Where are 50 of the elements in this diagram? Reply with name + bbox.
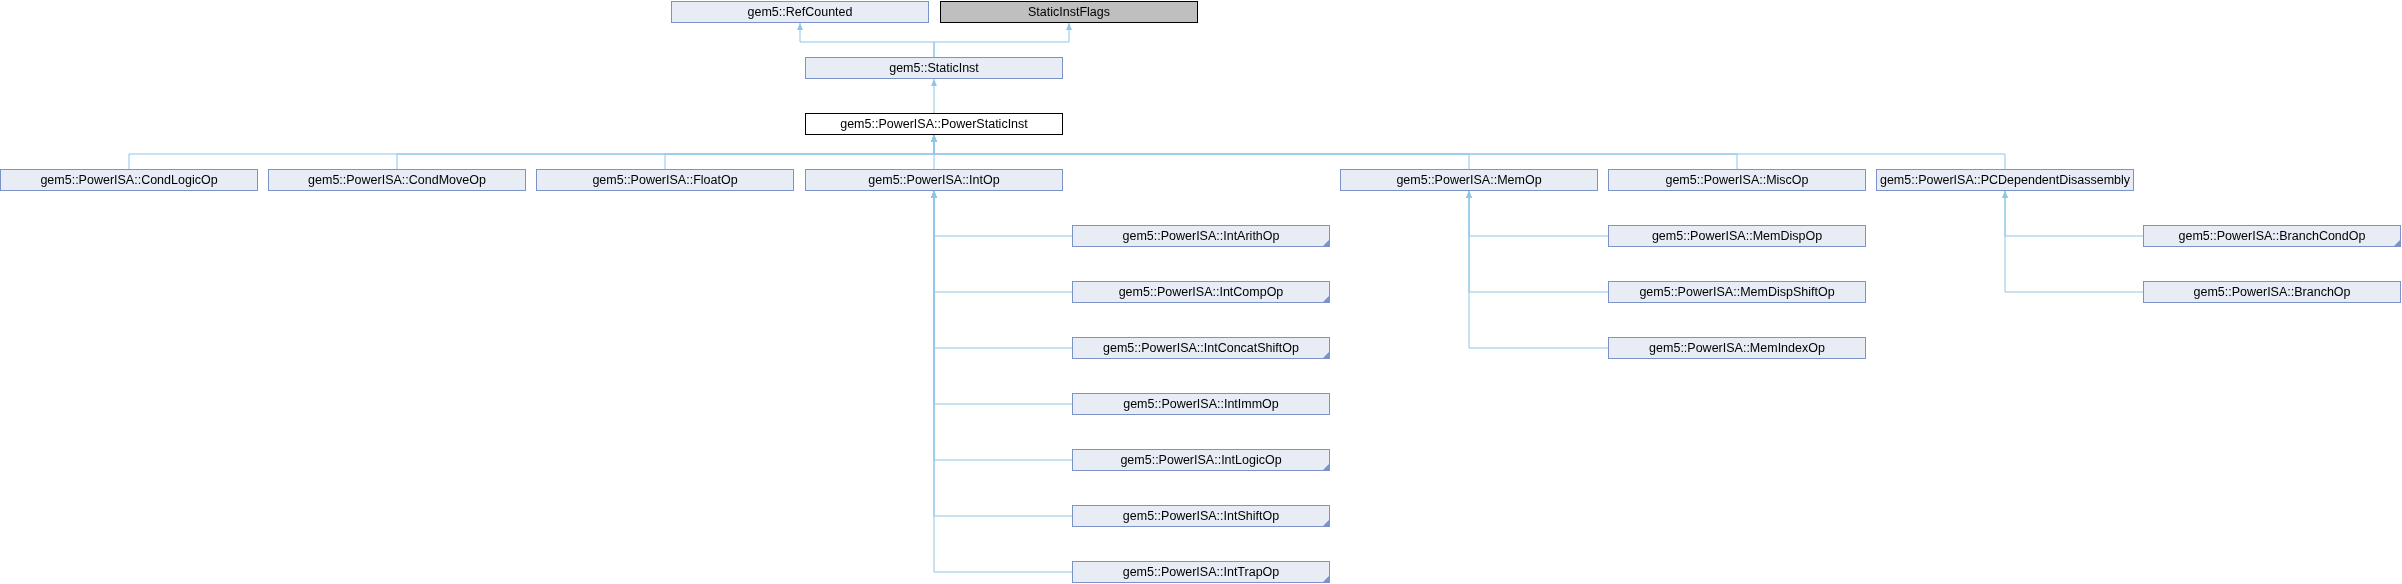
class-name: gem5::PowerISA::IntTrapOp — [1122, 565, 1280, 579]
class-name: gem5::PowerISA::MemDispOp — [1651, 229, 1823, 243]
class-box — [1608, 169, 1866, 191]
class-box — [940, 1, 1198, 23]
class-name: gem5::PowerISA::MemDispShiftOp — [1639, 285, 1835, 299]
class-box — [1608, 281, 1866, 303]
class-box — [805, 57, 1063, 79]
class-box — [0, 169, 258, 191]
class-name: gem5::PowerISA::MiscOp — [1665, 173, 1809, 187]
class-box — [1072, 225, 1330, 247]
class-name: gem5::RefCounted — [747, 5, 853, 19]
class-box — [1072, 281, 1330, 303]
class-box — [536, 169, 794, 191]
inheritance-arrow — [2002, 190, 2144, 293]
class-name: gem5::PowerISA::MemOp — [1396, 173, 1542, 187]
class-name: StaticInstFlags — [1028, 5, 1110, 19]
class-box — [1072, 561, 1330, 583]
class-box — [1072, 505, 1330, 527]
class-name: gem5::PowerISA::IntShiftOp — [1122, 509, 1280, 523]
class-name: gem5::PowerISA::FloatOp — [592, 173, 738, 187]
class-name: gem5::StaticInst — [889, 61, 979, 75]
class-name: gem5::PowerISA::CondLogicOp — [40, 173, 218, 187]
inheritance-arrow — [931, 78, 937, 114]
class-name: gem5::PowerISA::IntCompOp — [1118, 285, 1284, 299]
inheritance-arrow — [931, 134, 2006, 170]
class-box — [1340, 169, 1598, 191]
class-box — [1072, 337, 1330, 359]
class-name: gem5::PowerISA::CondMoveOp — [308, 173, 486, 187]
class-name: gem5::PowerISA::IntImmOp — [1123, 397, 1279, 411]
class-box — [2143, 281, 2401, 303]
class-name: gem5::PowerISA::IntArithOp — [1122, 229, 1280, 243]
class-name: gem5::PowerISA::IntOp — [868, 173, 1000, 187]
class-name: gem5::PowerISA::BranchCondOp — [2178, 229, 2366, 243]
class-name: gem5::PowerISA::IntConcatShiftOp — [1103, 341, 1299, 355]
class-name: gem5::PowerISA::IntLogicOp — [1120, 453, 1282, 467]
class-box — [2143, 225, 2401, 247]
inheritance-arrow — [933, 22, 1072, 58]
class-box — [1608, 225, 1866, 247]
class-box — [1072, 449, 1330, 471]
class-box — [1608, 337, 1866, 359]
inheritance-arrow — [1466, 190, 1609, 349]
class-box — [671, 1, 929, 23]
class-name: gem5::PowerISA::BranchOp — [2193, 285, 2351, 299]
class-box — [805, 169, 1063, 191]
class-name: gem5::PowerISA::PowerStaticInst — [840, 117, 1028, 131]
class-box — [268, 169, 526, 191]
class-box — [805, 113, 1063, 135]
class-name: gem5::PowerISA::PCDependentDisassembly — [1879, 173, 2131, 187]
class-box — [1072, 393, 1330, 415]
class-name: gem5::PowerISA::MemIndexOp — [1649, 341, 1825, 355]
